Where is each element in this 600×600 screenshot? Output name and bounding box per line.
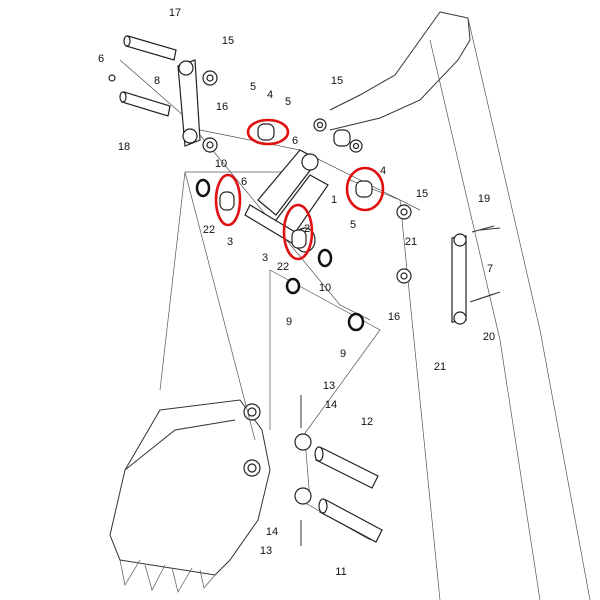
callout-6: 6 (292, 135, 298, 147)
callout-21: 21 (405, 236, 417, 248)
callout-4: 4 (380, 165, 386, 177)
callout-13: 13 (260, 545, 272, 557)
callout-13: 13 (323, 380, 335, 392)
bushings (219, 123, 373, 249)
callout-19: 19 (478, 193, 490, 205)
pin-18 (119, 91, 171, 117)
lower-pins (294, 227, 501, 546)
callout-22: 22 (203, 224, 215, 236)
callout-1: 1 (331, 194, 337, 206)
link-7 (451, 225, 495, 325)
callout-15: 15 (222, 35, 234, 47)
o-rings (195, 178, 365, 332)
callout-10: 10 (215, 158, 227, 170)
callout-2: 2 (304, 223, 310, 235)
callout-5: 5 (285, 96, 291, 108)
callout-22: 22 (277, 261, 289, 273)
callout-14: 14 (325, 399, 337, 411)
callout-3: 3 (227, 236, 233, 248)
highlight-bushing-3-left (214, 173, 242, 227)
highlight-bushing-3-center (282, 203, 314, 261)
callout-5: 5 (350, 219, 356, 231)
callout-7: 7 (487, 263, 493, 275)
callout-6: 6 (98, 53, 104, 65)
callout-9: 9 (340, 348, 346, 360)
callout-10: 10 (319, 282, 331, 294)
callout-18: 18 (118, 141, 130, 153)
bucket-outline (109, 399, 271, 593)
callout-11: 11 (335, 566, 346, 578)
callout-15: 15 (331, 75, 343, 87)
callout-15: 15 (416, 188, 428, 200)
link-8 (177, 59, 201, 147)
callout-labels: 17 15 6 8 18 5 4 5 16 15 6 10 4 15 19 1 … (98, 7, 495, 578)
pin-17 (123, 35, 177, 61)
callout-20: 20 (483, 331, 495, 343)
highlight-marks (214, 118, 385, 261)
callout-5: 5 (250, 81, 256, 93)
callout-16: 16 (216, 101, 228, 113)
washers (108, 70, 412, 284)
callout-16: 16 (388, 311, 400, 323)
callout-3: 3 (262, 252, 268, 264)
link-1 (244, 149, 329, 253)
callout-12: 12 (361, 416, 373, 428)
callout-4: 4 (267, 89, 273, 101)
callout-9: 9 (286, 316, 292, 328)
highlight-bushing-4-top (246, 118, 290, 146)
callout-14: 14 (266, 526, 278, 538)
callout-6: 6 (241, 176, 247, 188)
callout-8: 8 (154, 75, 160, 87)
highlight-bushing-4-right (345, 166, 385, 212)
callout-21: 21 (434, 361, 446, 373)
callout-17: 17 (169, 7, 181, 19)
